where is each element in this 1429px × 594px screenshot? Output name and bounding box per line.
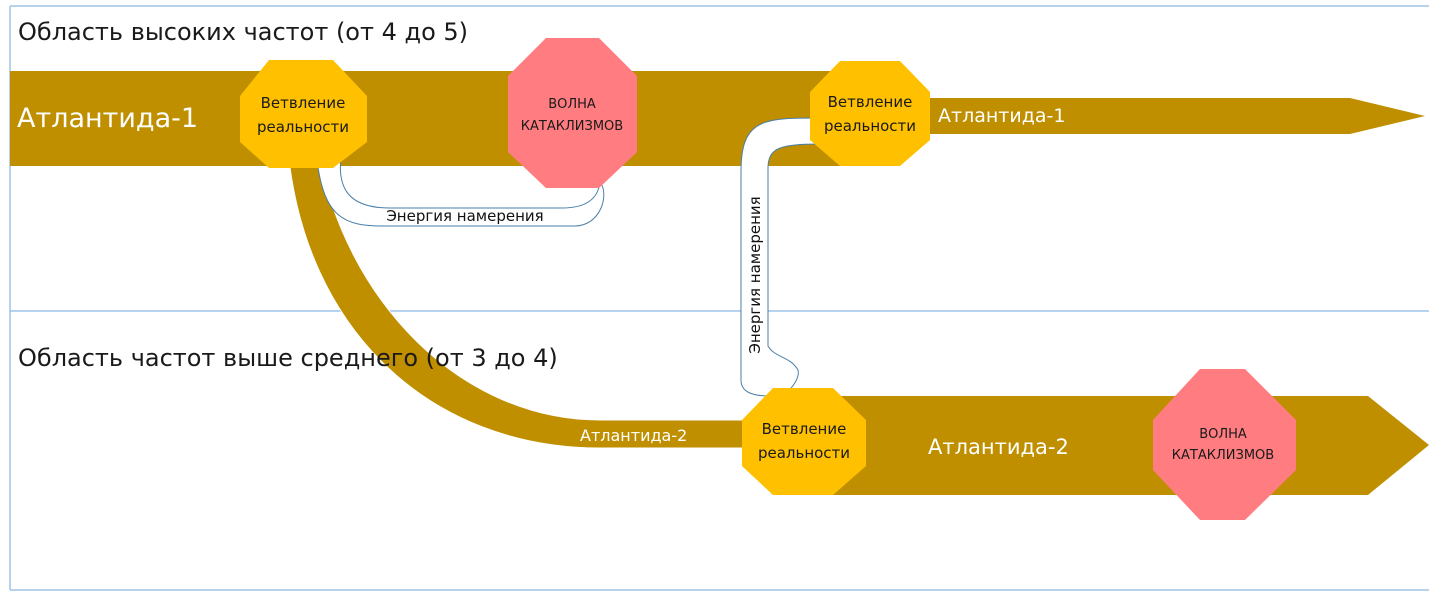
wave-node-1 xyxy=(508,38,637,188)
zone-above-average-frequency xyxy=(9,311,1429,591)
atlantis1-continuation-arrow xyxy=(905,98,1425,134)
energy-horizontal-label: Энергия намерения xyxy=(386,207,543,225)
zone-above-average-title: Область частот выше среднего (от 3 до 4) xyxy=(18,344,558,372)
atlantis2-curve-label: Атлантида-2 xyxy=(580,426,687,445)
atlantis2-curved-branch xyxy=(287,149,761,449)
branch-node-1 xyxy=(240,60,367,168)
branch-node-3-label-line1: Ветвление xyxy=(762,420,847,438)
atlantis1-right-label: Атлантида-1 xyxy=(938,105,1065,127)
zone-high-title: Область высоких частот (от 4 до 5) xyxy=(18,18,468,46)
wave-node-1-label-line2: КАТАКЛИЗМОВ xyxy=(521,119,623,134)
wave-node-2-label-line1: ВОЛНА xyxy=(1199,427,1247,442)
wave-node-2 xyxy=(1153,369,1296,520)
energy-vertical-label: Энергия намерения xyxy=(746,196,764,353)
branch-node-1-label-line2: реальности xyxy=(257,118,349,136)
branch-node-2 xyxy=(810,61,930,166)
atlantis1-stream-band xyxy=(10,71,870,166)
atlantis2-main-label: Атлантида-2 xyxy=(928,435,1069,459)
wave-node-1-label-line1: ВОЛНА xyxy=(548,97,596,112)
wave-node-2-label-line2: КАТАКЛИЗМОВ xyxy=(1172,448,1274,463)
atlantis1-left-label: Атлантида-1 xyxy=(17,103,198,134)
branch-node-2-label-line1: Ветвление xyxy=(828,93,913,111)
atlantis2-main-arrow xyxy=(800,396,1429,495)
energy-flow-vertical xyxy=(740,117,821,397)
branch-node-2-label-line2: реальности xyxy=(824,117,916,135)
branch-node-1-label-line1: Ветвление xyxy=(261,94,346,112)
branch-node-3 xyxy=(742,388,866,495)
branch-node-3-label-line2: реальности xyxy=(758,444,850,462)
